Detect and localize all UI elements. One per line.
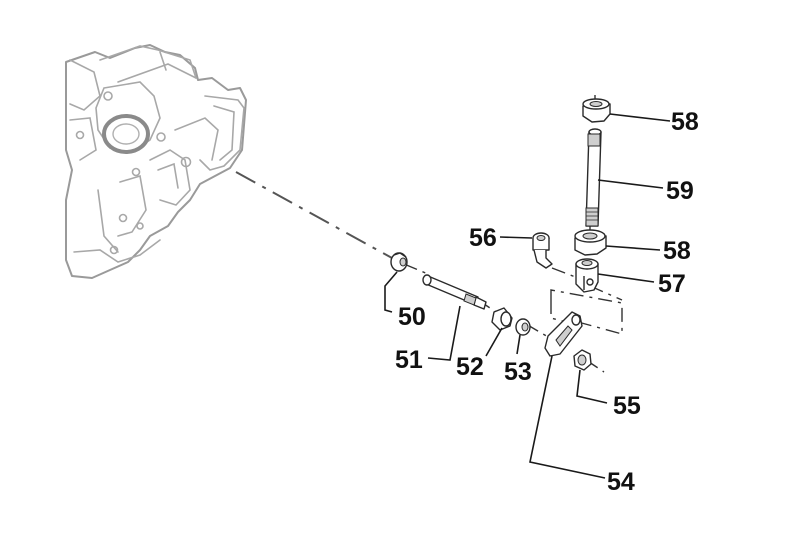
callout-50: 50	[398, 303, 426, 331]
callout-58-upper: 58	[671, 108, 699, 136]
part-51-shaft	[422, 274, 487, 310]
bolt-hole	[156, 132, 166, 142]
leader-59	[597, 179, 664, 189]
callout-56: 56	[469, 224, 497, 252]
part-57-clevis	[575, 258, 599, 293]
callout-51: 51	[395, 346, 423, 374]
leader-54	[529, 355, 606, 479]
part-53-washer	[515, 318, 531, 336]
bolt-hole	[136, 222, 144, 230]
part-54-lever	[544, 311, 583, 357]
part-58-upper-nut	[582, 98, 611, 123]
leader-56	[499, 236, 533, 239]
part-55-nut	[573, 349, 592, 371]
part-52-spacer	[491, 307, 513, 331]
gearbox-housing	[65, 44, 247, 279]
part-58-lower-nut	[574, 229, 607, 256]
callout-53: 53	[504, 358, 532, 386]
bolt-hole	[109, 245, 119, 255]
bolt-hole	[118, 213, 128, 223]
leader-52	[485, 327, 503, 357]
part-50-bushing	[390, 252, 408, 272]
part-56-ball-joint	[532, 232, 553, 269]
callout-58-lower: 58	[663, 237, 691, 265]
leader-lines	[384, 113, 671, 479]
callout-52: 52	[456, 353, 484, 381]
callout-54: 54	[607, 468, 635, 496]
bolt-hole	[103, 91, 113, 101]
callout-59: 59	[666, 177, 694, 205]
bolt-hole	[131, 167, 141, 177]
callout-55: 55	[613, 392, 641, 420]
leader-55	[576, 369, 608, 404]
callout-57: 57	[658, 270, 686, 298]
callout-labels: 50 51 52 53 54 55 56 57 58 58 59	[395, 108, 699, 496]
leader-57	[597, 273, 655, 283]
leader-58-upper	[609, 113, 671, 122]
part-59-threaded-rod	[585, 128, 602, 227]
leader-51	[427, 305, 461, 361]
bolt-hole	[180, 156, 192, 168]
bolt-hole	[75, 130, 85, 140]
leader-50	[384, 271, 398, 313]
leader-58-lower	[605, 245, 661, 251]
leader-53	[516, 334, 521, 355]
